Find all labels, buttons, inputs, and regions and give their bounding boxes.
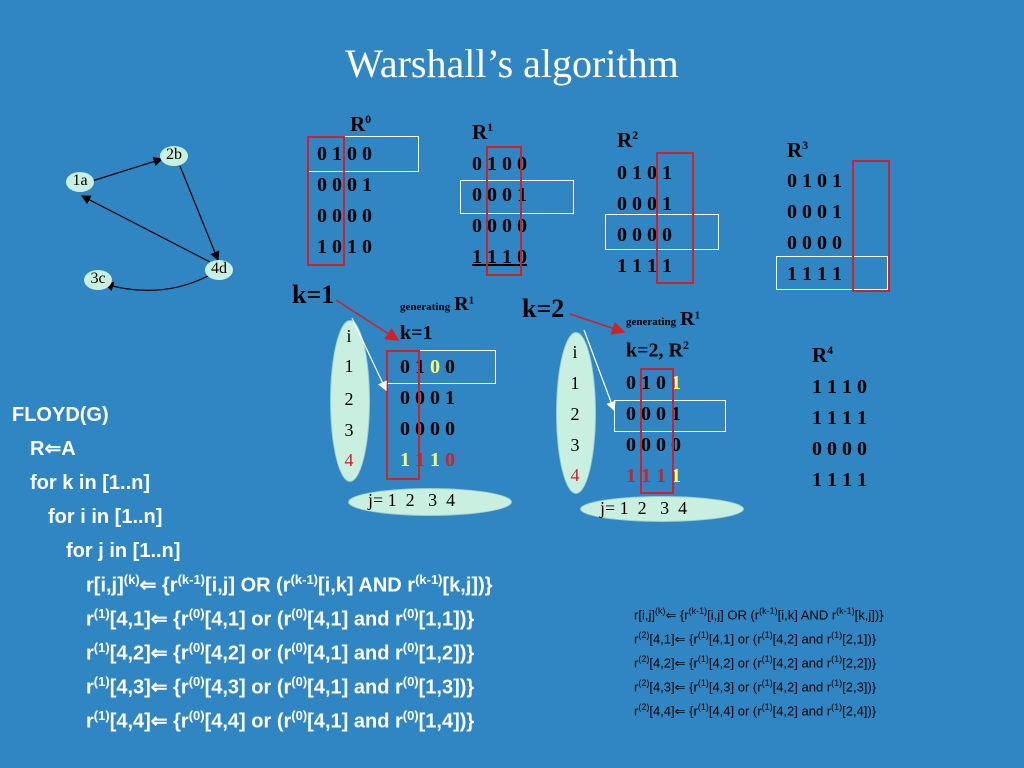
gen1-row-1: 0 1 0 0 bbox=[400, 356, 455, 378]
code-line-1: FLOYD(G) bbox=[12, 404, 109, 426]
r2-label: R2 bbox=[617, 128, 639, 152]
r4-row-2: 1 1 1 1 bbox=[812, 407, 867, 429]
r3-row-2: 0 0 0 1 bbox=[787, 201, 842, 223]
gen1-i-2: 2 bbox=[344, 389, 354, 409]
r1-row-4: 1 1 1 0 bbox=[472, 246, 527, 268]
gen1-sub: k=1 bbox=[400, 322, 433, 344]
small-code-line-5: r(2)[4,4]⇐ {r(1)[4,4] or (r(1)[4,2] and … bbox=[634, 702, 877, 719]
r2-row-3: 0 0 0 0 bbox=[617, 224, 672, 246]
r1-row-highlight bbox=[460, 180, 574, 214]
r2-col-highlight bbox=[656, 152, 694, 284]
gen2-row-2: 0 0 0 1 bbox=[626, 403, 681, 425]
r1-row-1: 0 1 0 0 bbox=[472, 153, 527, 175]
gen2-i-label: i bbox=[572, 342, 578, 362]
gen2-j-ellipse bbox=[580, 496, 744, 522]
code-line-3: for k in [1..n] bbox=[30, 472, 150, 494]
gen1-i-4: 4 bbox=[344, 450, 354, 470]
gen2-sub: k=2, R2 bbox=[626, 338, 689, 362]
gen1-row-2: 0 0 0 1 bbox=[400, 387, 455, 409]
r2-row-highlight bbox=[605, 214, 719, 250]
graph-node-2b: 2b bbox=[160, 146, 188, 166]
gen1-i-label: i bbox=[346, 326, 352, 346]
r1-col-highlight bbox=[486, 146, 522, 276]
k1-row-arrow bbox=[351, 317, 387, 392]
gen2-i-4: 4 bbox=[570, 465, 580, 485]
gen1-col-highlight bbox=[386, 350, 420, 480]
edge-4-1 bbox=[80, 195, 211, 263]
gen2-i-ellipse bbox=[556, 332, 596, 494]
r0-row-3: 0 0 0 0 bbox=[317, 205, 372, 227]
small-code-line-4: r(2)[4,3]⇐ {r(1)[4,3] or (r(1)[4,2] and … bbox=[634, 678, 877, 695]
r0-col-highlight bbox=[307, 136, 345, 266]
code-line-10: r(1)[4,4]⇐ {r(0)[4,4] or (r(0)[4,1] and … bbox=[86, 708, 475, 733]
r3-label: R3 bbox=[787, 138, 809, 162]
code-line-8: r(1)[4,2]⇐ {r(0)[4,2] or (r(0)[4,1] and … bbox=[86, 640, 475, 665]
r1-label: R1 bbox=[472, 120, 494, 144]
graph-node-3c: 3c bbox=[84, 270, 112, 290]
gen1-i-3: 3 bbox=[344, 420, 354, 440]
graph-node-4d: 4d bbox=[205, 260, 233, 280]
graph-node-1a: 1a bbox=[66, 172, 94, 192]
gen2-i-3: 3 bbox=[570, 435, 580, 455]
edge-4-3 bbox=[103, 275, 209, 291]
gen2-i-1: 1 bbox=[570, 373, 580, 393]
small-code-line-1: r[i,j](k)⇐ {r(k-1)[i,j] OR (r(k-1)[i,k] … bbox=[634, 606, 884, 623]
r3-col-highlight bbox=[852, 160, 890, 292]
gen2-j-label: j= 1 2 3 4 bbox=[600, 498, 688, 518]
gen2-row-highlight bbox=[614, 400, 726, 432]
gen2-row-4: 1 1 1 1 bbox=[626, 465, 681, 487]
graph-edges bbox=[80, 156, 220, 291]
left-arrow-icon: ⇐ bbox=[44, 438, 62, 460]
r4-row-4: 1 1 1 1 bbox=[812, 469, 867, 491]
gen2-header: generating R1 bbox=[626, 308, 701, 330]
r0-row-1: 0 1 0 0 bbox=[317, 143, 372, 165]
gen2-col-highlight bbox=[640, 368, 674, 494]
k2-row-arrow bbox=[583, 329, 616, 412]
edge-2-4 bbox=[179, 165, 220, 262]
gen1-j-ellipse bbox=[348, 488, 512, 516]
k1-label: k=1 bbox=[292, 280, 335, 309]
code-line-4: for i in [1..n] bbox=[48, 506, 163, 528]
gen2-row-3: 0 0 0 0 bbox=[626, 434, 681, 456]
r0-row-4: 1 0 1 0 bbox=[317, 236, 372, 258]
small-code-line-2: r(2)[4,1]⇐ {r(1)[4,1] or (r(1)[4,2] and … bbox=[634, 630, 877, 647]
r1-row-3: 0 0 0 0 bbox=[472, 215, 527, 237]
small-code-line-3: r(2)[4,2]⇐ {r(1)[4,2] or (r(1)[4,2] and … bbox=[634, 654, 877, 671]
gen1-i-1: 1 bbox=[344, 356, 354, 376]
r3-row-3: 0 0 0 0 bbox=[787, 232, 842, 254]
slide-title: Warshall’s algorithm bbox=[345, 41, 679, 86]
r4-label: R4 bbox=[812, 343, 834, 367]
r1-row-2: 0 0 0 1 bbox=[472, 184, 527, 206]
gen1-i-ellipse bbox=[330, 320, 370, 482]
gen1-j-label: j= 1 2 3 4 bbox=[368, 490, 456, 510]
code-line-6: r[i,j](k)⇐ {r(k-1)[i,j] OR (r(k-1)[i,k] … bbox=[86, 572, 493, 597]
r3-row-1: 0 1 0 1 bbox=[787, 170, 842, 192]
r0-row-2: 0 0 0 1 bbox=[317, 174, 372, 196]
gen1-header: generating R1 bbox=[400, 293, 475, 315]
edge-1-2 bbox=[91, 156, 164, 182]
code-line-2: R⇐A bbox=[30, 438, 76, 460]
gen1-row-3: 0 0 0 0 bbox=[400, 418, 455, 440]
r2-row-4: 1 1 1 1 bbox=[617, 255, 672, 277]
code-line-7: r(1)[4,1]⇐ {r(0)[4,1] or (r(0)[4,1] and … bbox=[86, 606, 475, 631]
r2-row-2: 0 0 0 1 bbox=[617, 193, 672, 215]
code-line-9: r(1)[4,3]⇐ {r(0)[4,3] or (r(0)[4,1] and … bbox=[86, 674, 475, 699]
r3-row-4: 1 1 1 1 bbox=[787, 263, 842, 285]
r3-row-highlight bbox=[776, 256, 888, 290]
code-line-5: for j in [1..n] bbox=[66, 540, 181, 562]
gen1-row-4: 1 1 1 0 bbox=[400, 449, 455, 471]
r2-row-1: 0 1 0 1 bbox=[617, 162, 672, 184]
gen2-row-1: 0 1 0 1 bbox=[626, 372, 681, 394]
gen2-i-2: 2 bbox=[570, 404, 580, 424]
r4-row-3: 0 0 0 0 bbox=[812, 438, 867, 460]
r0-label: R0 bbox=[350, 112, 372, 136]
k2-arrow bbox=[569, 313, 626, 335]
k1-arrow bbox=[335, 299, 400, 341]
k2-label: k=2 bbox=[522, 294, 565, 323]
r4-row-1: 1 1 1 0 bbox=[812, 376, 867, 398]
